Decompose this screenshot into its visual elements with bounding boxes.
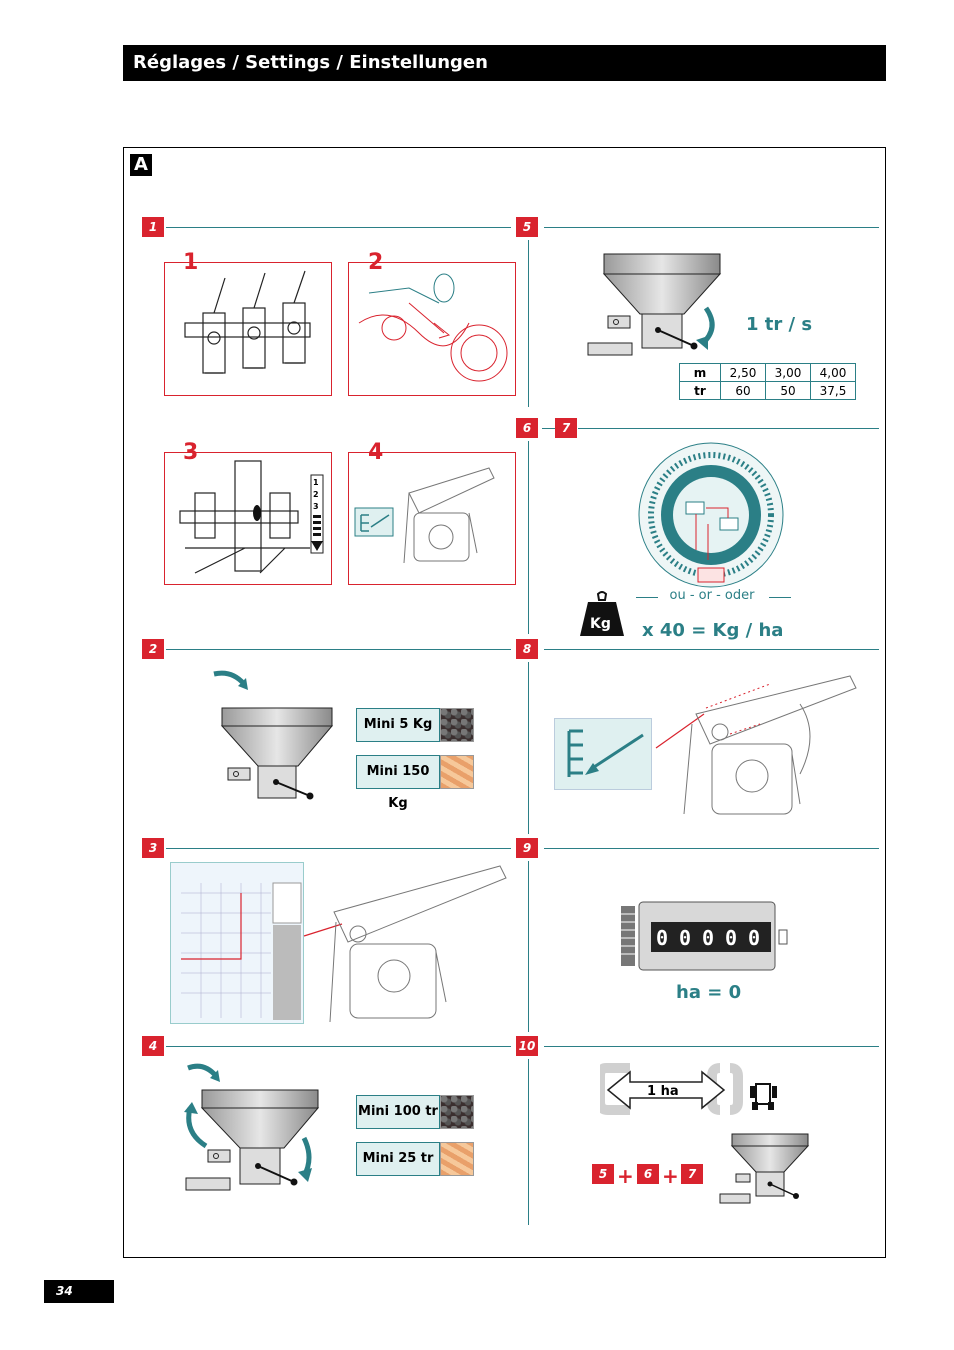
divider-2 — [528, 441, 529, 634]
min-turns-100: Mini 100 tr — [356, 1095, 440, 1129]
table-cell: 3,00 — [765, 363, 811, 382]
hectare-counter-icon: 0 0 0 0 0 — [621, 901, 788, 971]
large-seed-swatch — [440, 1142, 474, 1176]
table-header-m: m — [679, 363, 721, 382]
rule-step67 — [578, 428, 879, 429]
rule-step2 — [166, 649, 511, 650]
drive-illustration — [358, 273, 508, 382]
hopper-rotate-illustration — [184, 1063, 320, 1191]
sequence-step-7: 7 — [681, 1164, 703, 1184]
calibration-chart-sheet — [170, 862, 304, 1024]
step-badge-4: 4 — [142, 1036, 164, 1056]
step-badge-1: 1 — [142, 217, 164, 237]
crank-speed-label: 1 tr / s — [746, 314, 813, 335]
min-quantity-5kg: Mini 5 Kg — [356, 708, 440, 742]
header-bar: Réglages / Settings / Einstellungen — [123, 45, 886, 81]
coulters-illustration — [184, 270, 311, 374]
rule-step6-7-link — [542, 428, 556, 429]
small-seed-swatch — [440, 708, 474, 742]
image-coulter-adjust-4 — [348, 452, 516, 585]
counter-digit: 0 — [679, 926, 691, 950]
calibration-disc-illustration — [638, 442, 784, 588]
hopper-crank-illustration — [587, 253, 722, 356]
hectare-reset-label: ha = 0 — [676, 982, 742, 1003]
rule-step9 — [544, 848, 879, 849]
gearbox-scale-illustration — [303, 865, 507, 1023]
table-header-tr: tr — [679, 381, 721, 400]
rule-step4 — [166, 1046, 511, 1047]
row-unit-illustration: 1 2 3 — [179, 460, 324, 574]
dial-scale-2: 2 — [313, 490, 319, 499]
step-badge-6: 6 — [516, 418, 538, 438]
table-cell: 50 — [765, 381, 811, 400]
rule-step3 — [166, 848, 511, 849]
step-badge-8: 8 — [516, 639, 538, 659]
gearbox-illustration — [655, 675, 857, 815]
step-badge-7: 7 — [555, 418, 577, 438]
table-cell: 2,50 — [720, 363, 766, 382]
one-hectare-distance-icon: 1 ha — [600, 1063, 777, 1115]
sequence-step-5: 5 — [592, 1164, 614, 1184]
large-seed-swatch — [440, 755, 474, 789]
dial-scale-1: 1 — [313, 478, 319, 487]
gearbox-detail-illustration — [354, 467, 495, 564]
sub-image-number-2: 2 — [368, 250, 384, 275]
scale-detail-box — [554, 718, 652, 790]
section-label: A — [130, 154, 152, 176]
hopper-turn-illustration — [213, 670, 334, 800]
section-frame — [123, 147, 886, 1258]
table-cell: 37,5 — [810, 381, 856, 400]
step-badge-10: 10 — [516, 1036, 538, 1056]
sub-image-number-3: 3 — [183, 440, 199, 465]
step-badge-9: 9 — [516, 838, 538, 858]
counter-digit: 0 — [656, 926, 668, 950]
table-cell: 4,00 — [810, 363, 856, 382]
sub-image-number-1: 1 — [183, 250, 199, 275]
rule-step5 — [544, 227, 879, 228]
or-text: ou - or - oder — [669, 588, 755, 603]
rule-step1 — [166, 227, 511, 228]
min-quantity-150kg: Mini 150 Kg — [356, 755, 440, 811]
plus-sign: + — [617, 1164, 634, 1188]
divider-4 — [528, 861, 529, 1032]
sequence-step-6: 6 — [637, 1164, 659, 1184]
weight-icon: Kg — [580, 591, 624, 636]
step-badge-5: 5 — [516, 217, 538, 237]
divider-3 — [528, 662, 529, 834]
small-seed-swatch — [440, 1095, 474, 1129]
counter-digit: 0 — [725, 926, 737, 950]
page-title: Réglages / Settings / Einstellungen — [133, 52, 488, 73]
image-coulter-adjust-2 — [348, 262, 516, 396]
min-turns-25: Mini 25 tr — [356, 1142, 440, 1176]
distance-label: 1 ha — [647, 1084, 679, 1099]
rule-step10 — [544, 1046, 879, 1047]
dial-scale-3: 3 — [313, 502, 319, 511]
image-coulter-adjust-3: 1 2 3 — [164, 452, 332, 585]
counter-digit: 0 — [702, 926, 714, 950]
table-cell: 60 — [720, 381, 766, 400]
sub-image-number-4: 4 — [368, 440, 384, 465]
tractor-icon — [750, 1083, 777, 1110]
or-separator: ou - or - oder — [636, 588, 791, 606]
yield-formula: x 40 = Kg / ha — [642, 620, 784, 641]
weight-icon-label: Kg — [590, 616, 611, 632]
hopper-small-illustration — [719, 1133, 810, 1204]
distance-turns-table: m 2,50 3,00 4,00 tr 60 50 37,5 — [679, 363, 856, 400]
page-number: 34 — [44, 1280, 114, 1303]
step-badge-2: 2 — [142, 639, 164, 659]
plus-sign: + — [662, 1164, 679, 1188]
divider-1 — [528, 240, 529, 407]
step-badge-3: 3 — [142, 838, 164, 858]
counter-digit: 0 — [748, 926, 760, 950]
divider-5 — [528, 1059, 529, 1225]
rule-step8 — [544, 649, 879, 650]
image-coulter-adjust-1 — [164, 262, 332, 396]
